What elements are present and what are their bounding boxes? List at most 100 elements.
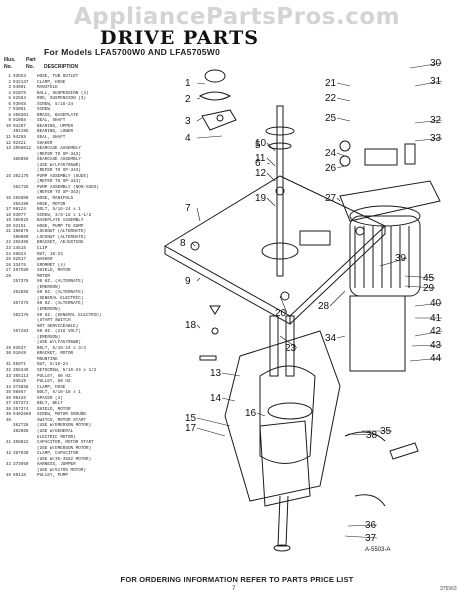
part-description: PULLEY, PUMP xyxy=(37,473,68,479)
callout-leader xyxy=(414,80,443,87)
callout-label: 38 xyxy=(366,430,378,441)
part-description: (GENERAL ELECTRIC) xyxy=(37,295,84,301)
callout-leader xyxy=(409,357,443,362)
baseplate-edge xyxy=(164,246,291,325)
baseplate-edge xyxy=(289,226,386,325)
part-description: PUMP ASSEMBLY (NON-SUDS) xyxy=(37,184,99,190)
callout-leader xyxy=(266,162,271,165)
part-description: GROMMET (4) xyxy=(37,262,66,268)
part-illus-no: 24 xyxy=(5,251,11,257)
part-illus-no: 22 xyxy=(5,240,11,246)
callout-label: 6 xyxy=(255,158,261,169)
callout-label: 35 xyxy=(380,426,392,437)
callout-leader xyxy=(266,142,276,152)
part-illus-no: 29 xyxy=(5,345,11,351)
baseplate xyxy=(164,175,386,317)
part-description: SCREW, 3/8-16 x 1-1/2 xyxy=(37,212,92,218)
callout-label: 11 xyxy=(255,153,266,164)
parts-list-header: Illus. Part No. No. DESCRIPTION xyxy=(2,57,138,74)
callout-label: 16 xyxy=(245,408,257,419)
part-description: NUT, 10-24 xyxy=(37,251,63,257)
part-number: 33475 xyxy=(13,262,26,268)
callout-leader xyxy=(414,119,443,124)
callout-leader xyxy=(279,335,298,349)
part-illus-no: 16 xyxy=(5,196,11,202)
part-illus-no: 23 xyxy=(5,245,11,251)
parts-row: (USE W/LFA5705W0) xyxy=(2,163,138,169)
callout-label: 13 xyxy=(210,368,222,379)
part-illus-no: 13 xyxy=(5,146,11,152)
callout-label: 2 xyxy=(185,94,191,105)
part-illus-no: 7 xyxy=(8,107,11,113)
parts-row: (REFER TO SP-343) xyxy=(2,152,138,158)
callout-label: 44 xyxy=(430,353,442,364)
suspension-ball xyxy=(190,241,200,251)
part-illus-no: 12 xyxy=(5,140,11,146)
part-description: 50 HZ. (218 VOLT) xyxy=(37,329,81,335)
part-description: GEARCASE ASSEMBLY xyxy=(37,157,81,163)
part-illus-no: 8 xyxy=(8,112,11,118)
part-description: (EMERSON) xyxy=(37,306,61,312)
part-illus-no: 11 xyxy=(5,135,11,141)
part-number: 367030 xyxy=(13,451,29,457)
callout-label: 15 xyxy=(185,413,197,424)
callout-leader xyxy=(266,197,276,207)
callout-leader xyxy=(336,82,351,87)
part-description: HOSE, PUMP TO SUMP xyxy=(37,223,84,229)
part-description: BALL, SUSPENSION (4) xyxy=(37,90,89,96)
part-number: 96857 xyxy=(13,390,26,396)
callout-label: 39 xyxy=(395,253,407,264)
parts-row: (USE W/51705 MOTOR) xyxy=(2,468,138,474)
header-part: Part xyxy=(26,57,36,63)
part-number: 94091 xyxy=(13,85,26,91)
adjusting-bracket xyxy=(299,230,331,246)
parts-row: MOUNTING xyxy=(2,357,138,363)
callout-label: 25 xyxy=(325,113,337,124)
part-description: SCREW xyxy=(37,107,50,113)
part-illus-no: 28 xyxy=(5,273,11,279)
callout-leader xyxy=(196,417,231,427)
part-illus-no: 6 xyxy=(8,101,11,107)
part-description: (REFER TO SP-343) xyxy=(37,179,81,185)
part-illus-no: 17 xyxy=(5,207,11,213)
part-description: SEAL, SHAFT xyxy=(37,135,66,141)
drive-belt xyxy=(269,315,279,377)
parts-row: (USE W/EMERSON MOTOR) xyxy=(2,446,138,452)
jumper-harness xyxy=(354,494,386,507)
part-description: MOTOR xyxy=(37,273,50,279)
part-number: 93537 xyxy=(13,345,26,351)
part-number: 94259 xyxy=(13,135,26,141)
callout-label: 10 xyxy=(255,138,267,149)
part-description: MANIFOLD xyxy=(37,85,58,91)
callout-label: 17 xyxy=(185,423,197,434)
part-illus-no: 32 xyxy=(5,367,11,373)
callout-label: 43 xyxy=(430,340,442,351)
callout-leader xyxy=(336,97,351,102)
part-description: NUT, 5/16-24 xyxy=(37,362,68,368)
page-title: DRIVE PARTS xyxy=(100,27,259,49)
part-description: ELECTRIC MOTOR) xyxy=(37,434,76,440)
callout-label: 42 xyxy=(430,326,442,337)
part-number: 362086 xyxy=(13,429,29,434)
callout-label: 26 xyxy=(325,163,337,174)
callout-leader xyxy=(196,117,203,122)
part-description: LOCKNUT (ALTERNATE) xyxy=(37,229,86,235)
header-illus: Illus. xyxy=(4,57,16,63)
part-illus-no: 15 xyxy=(5,173,11,179)
callout-leader xyxy=(221,372,241,377)
part-description: NOT SERVICEABLE) xyxy=(37,323,79,329)
part-number: 398060 xyxy=(13,234,29,240)
